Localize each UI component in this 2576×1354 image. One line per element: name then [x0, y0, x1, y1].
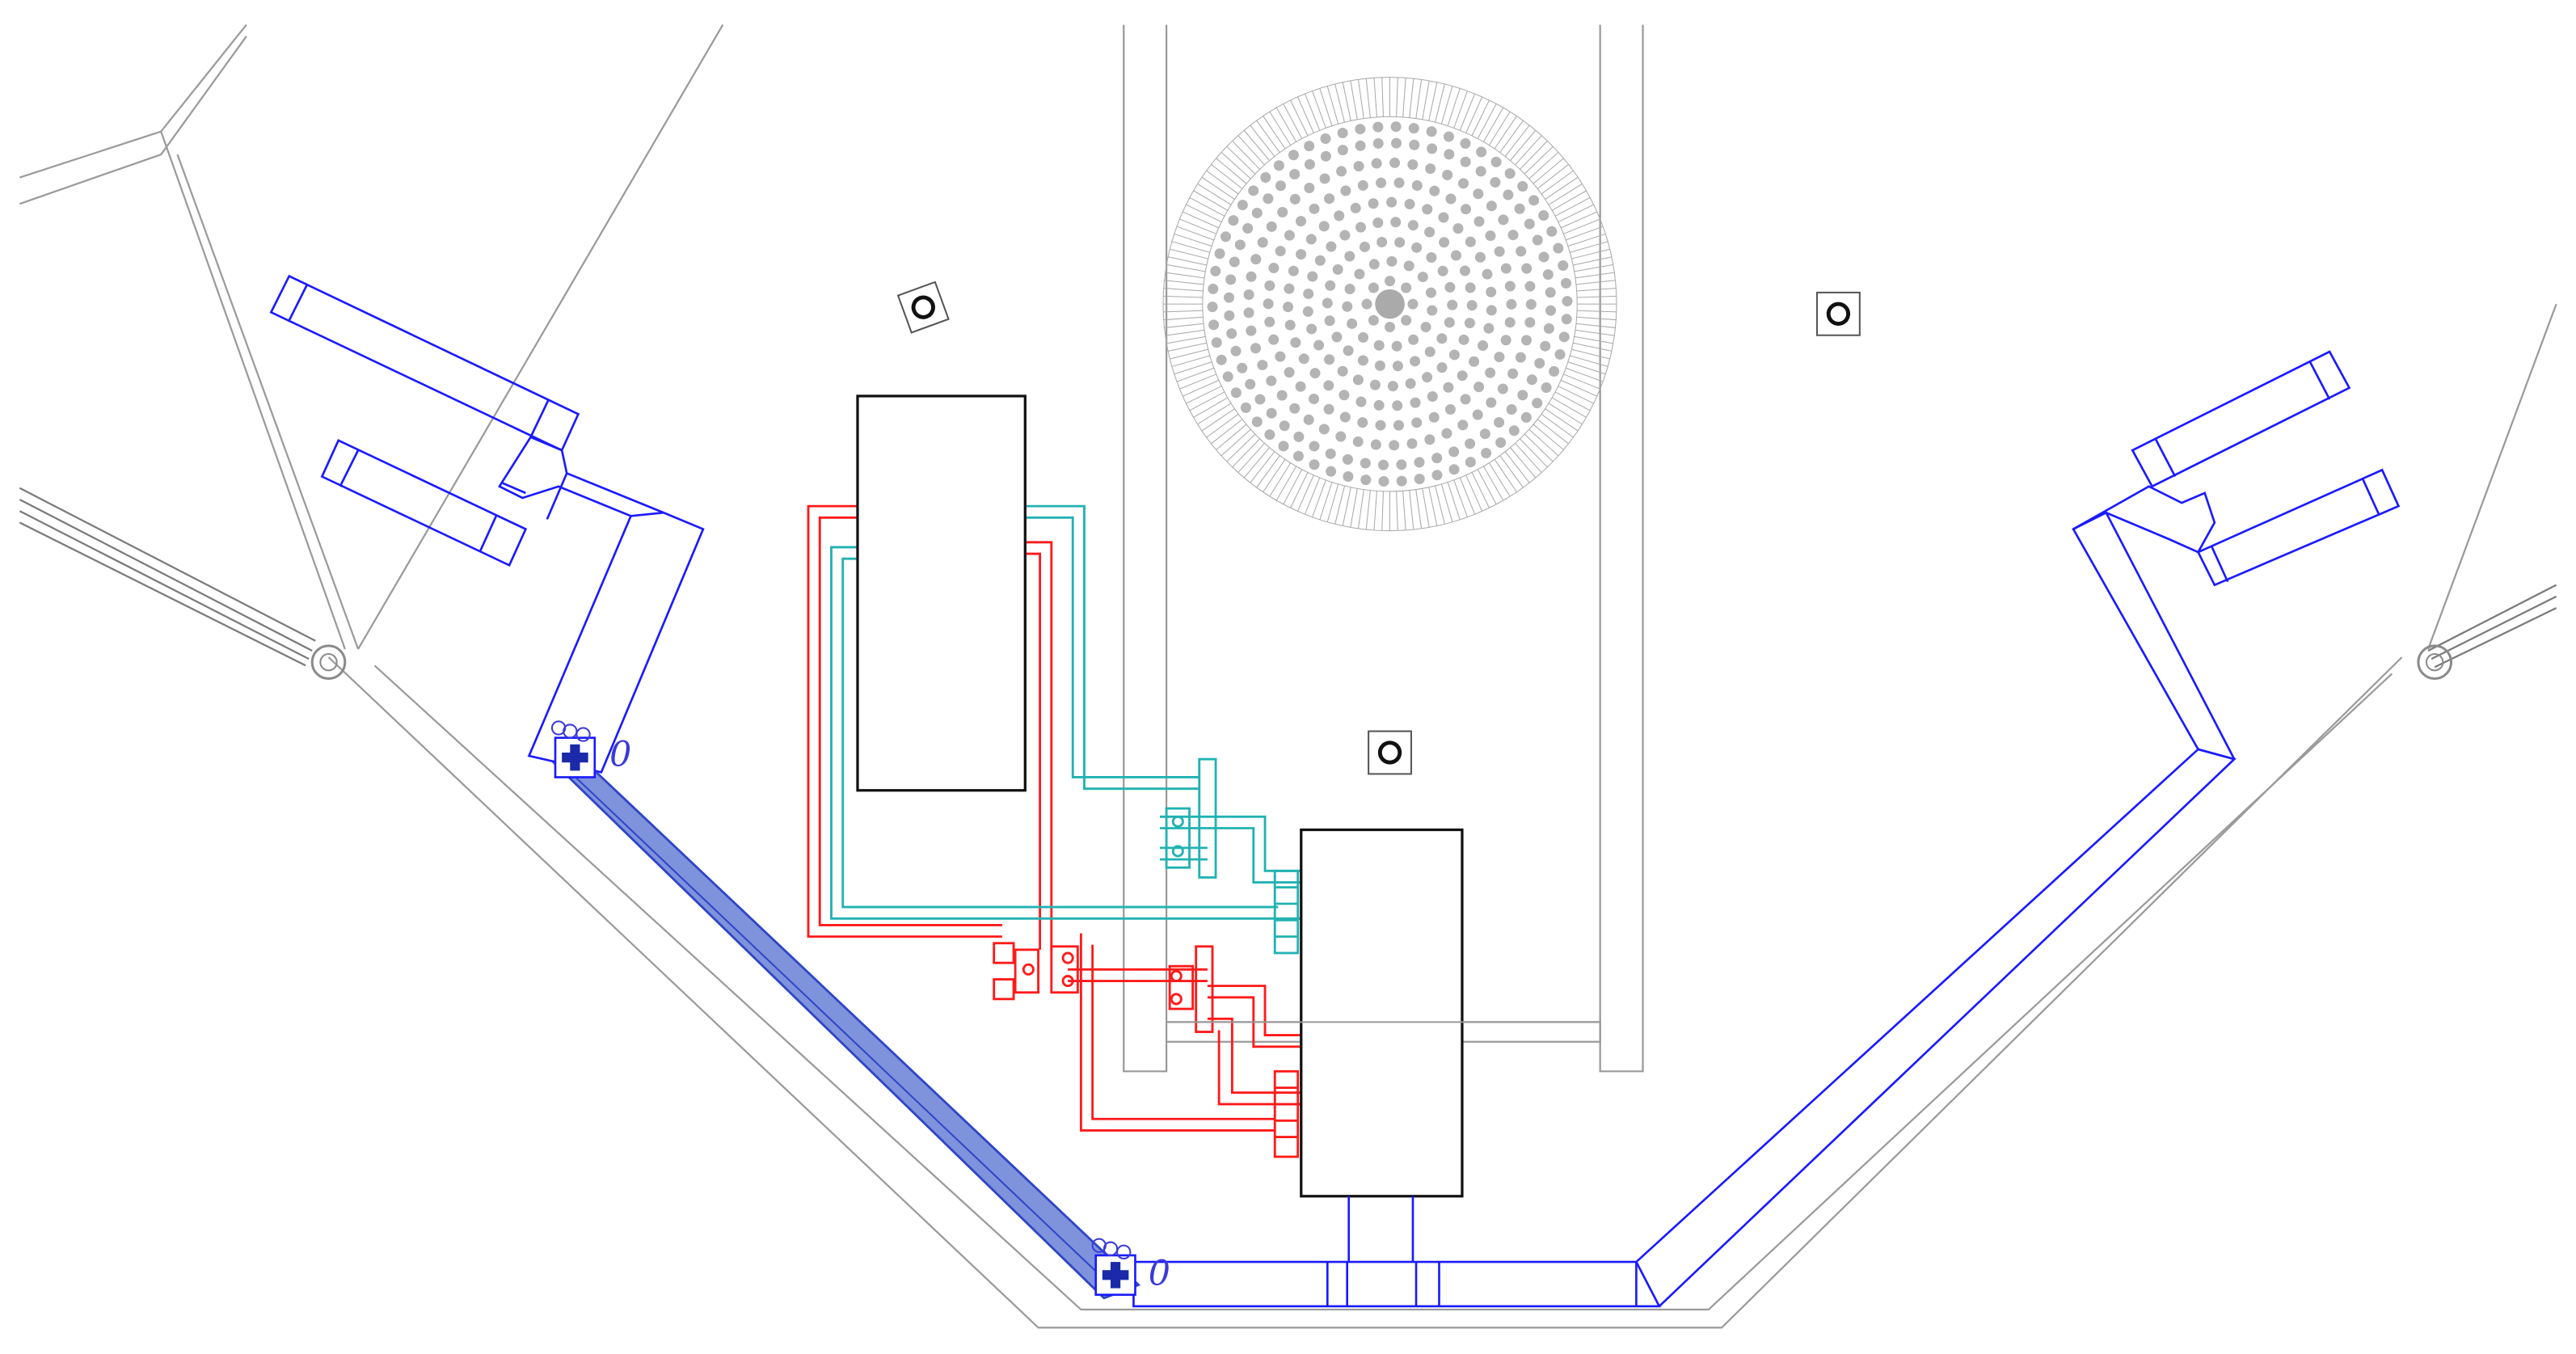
exhaust-grille-icon — [1815, 291, 1861, 336]
building-walls — [19, 23, 2557, 1329]
hot-water-piping[interactable] — [807, 504, 1301, 1158]
ductwork[interactable] — [269, 274, 2401, 1308]
equipment-unit-lower[interactable] — [1300, 828, 1464, 1198]
column-icon — [310, 644, 347, 681]
grip-plus-icon[interactable] — [1091, 1238, 1136, 1297]
exhaust-grille-icon — [896, 281, 950, 334]
chilled-water-piping[interactable] — [830, 504, 1301, 955]
equipment-unit-upper[interactable] — [856, 394, 1027, 792]
diffuser-icon — [1162, 77, 1617, 532]
grip-plus-icon[interactable] — [550, 720, 597, 778]
column-icon — [2417, 644, 2453, 681]
end-offset-label: 0 — [1149, 1254, 1170, 1294]
exhaust-grille-icon — [1368, 730, 1412, 775]
end-offset-label: 0 — [609, 734, 631, 774]
